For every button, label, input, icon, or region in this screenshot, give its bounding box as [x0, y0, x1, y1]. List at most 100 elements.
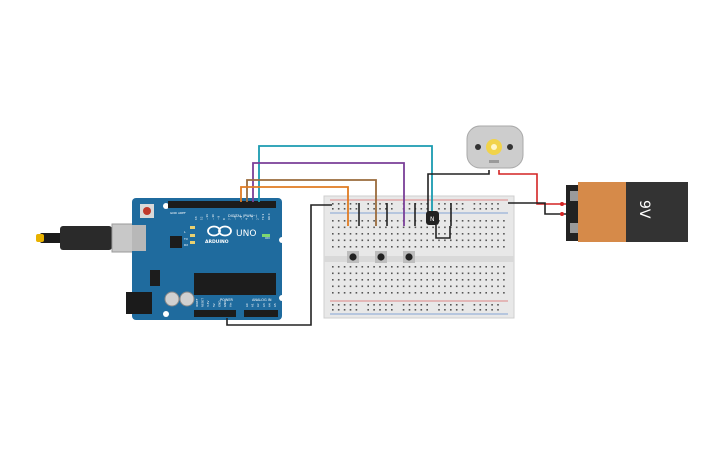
- breadboard-hole[interactable]: [426, 266, 428, 268]
- breadboard-hole[interactable]: [385, 266, 387, 268]
- breadboard-hole[interactable]: [408, 304, 411, 306]
- breadboard-hole[interactable]: [402, 246, 405, 248]
- breadboard-hole[interactable]: [379, 285, 381, 288]
- breadboard-hole[interactable]: [337, 272, 340, 275]
- breadboard-hole[interactable]: [455, 304, 458, 306]
- breadboard-hole[interactable]: [455, 208, 458, 210]
- breadboard-hole[interactable]: [391, 292, 393, 294]
- breadboard-hole[interactable]: [349, 239, 352, 242]
- breadboard-hole[interactable]: [414, 309, 417, 311]
- wire-transistor-gnd[interactable]: [435, 225, 451, 239]
- breadboard-hole[interactable]: [485, 246, 487, 248]
- breadboard-hole[interactable]: [491, 309, 493, 311]
- wire-orange[interactable]: [240, 186, 349, 226]
- breadboard-hole[interactable]: [479, 304, 482, 306]
- breadboard[interactable]: [323, 195, 515, 319]
- breadboard-hole[interactable]: [367, 279, 369, 281]
- breadboard-hole[interactable]: [355, 246, 358, 248]
- breadboard-hole[interactable]: [355, 203, 358, 205]
- breadboard-hole[interactable]: [349, 304, 352, 306]
- breadboard-hole[interactable]: [485, 266, 487, 268]
- breadboard-hole[interactable]: [343, 309, 346, 311]
- breadboard-hole[interactable]: [444, 292, 446, 294]
- breadboard-hole[interactable]: [332, 246, 334, 248]
- breadboard-hole[interactable]: [450, 292, 452, 294]
- breadboard-hole[interactable]: [391, 220, 393, 222]
- breadboard-hole[interactable]: [491, 233, 493, 235]
- breadboard-hole[interactable]: [332, 203, 334, 205]
- breadboard-hole[interactable]: [503, 266, 505, 268]
- breadboard-hole[interactable]: [396, 226, 399, 229]
- breadboard-hole[interactable]: [408, 246, 411, 248]
- breadboard-hole[interactable]: [420, 279, 423, 281]
- breadboard-hole[interactable]: [332, 309, 334, 311]
- breadboard-hole[interactable]: [361, 292, 364, 294]
- breadboard-hole[interactable]: [497, 272, 499, 275]
- breadboard-hole[interactable]: [343, 239, 346, 242]
- breadboard-hole[interactable]: [479, 272, 482, 275]
- breadboard-hole[interactable]: [479, 246, 482, 248]
- breadboard-hole[interactable]: [355, 208, 358, 210]
- breadboard-hole[interactable]: [473, 304, 476, 306]
- breadboard-hole[interactable]: [444, 272, 446, 275]
- breadboard-hole[interactable]: [391, 279, 393, 281]
- breadboard-hole[interactable]: [444, 309, 446, 311]
- breadboard-hole[interactable]: [479, 292, 482, 294]
- breadboard-hole[interactable]: [385, 203, 387, 205]
- breadboard-hole[interactable]: [461, 272, 464, 275]
- breadboard-hole[interactable]: [373, 309, 375, 311]
- breadboard-hole[interactable]: [361, 266, 364, 268]
- breadboard-hole[interactable]: [420, 246, 423, 248]
- breadboard-hole[interactable]: [373, 220, 375, 222]
- breadboard-hole[interactable]: [385, 239, 387, 242]
- breadboard-hole[interactable]: [385, 208, 387, 210]
- breadboard-hole[interactable]: [337, 285, 340, 288]
- breadboard-hole[interactable]: [455, 233, 458, 235]
- breadboard-hole[interactable]: [391, 203, 393, 205]
- breadboard-hole[interactable]: [485, 233, 487, 235]
- breadboard-hole[interactable]: [355, 239, 358, 242]
- breadboard-hole[interactable]: [479, 226, 482, 229]
- breadboard-hole[interactable]: [485, 220, 487, 222]
- breadboard-hole[interactable]: [379, 226, 381, 229]
- breadboard-hole[interactable]: [432, 246, 434, 248]
- breadboard-hole[interactable]: [414, 304, 417, 306]
- breadboard-hole[interactable]: [332, 266, 334, 268]
- breadboard-hole[interactable]: [373, 208, 375, 210]
- breadboard-hole[interactable]: [391, 208, 393, 210]
- breadboard-hole[interactable]: [503, 285, 505, 288]
- breadboard-hole[interactable]: [455, 285, 458, 288]
- breadboard-hole[interactable]: [391, 246, 393, 248]
- breadboard-hole[interactable]: [444, 226, 446, 229]
- breadboard-hole[interactable]: [455, 246, 458, 248]
- breadboard-hole[interactable]: [455, 279, 458, 281]
- breadboard-hole[interactable]: [367, 309, 369, 311]
- breadboard-hole[interactable]: [408, 220, 411, 222]
- breadboard-hole[interactable]: [455, 226, 458, 229]
- breadboard-hole[interactable]: [491, 304, 493, 306]
- breadboard-hole[interactable]: [497, 285, 499, 288]
- breadboard-hole[interactable]: [432, 226, 434, 229]
- breadboard-hole[interactable]: [385, 292, 387, 294]
- breadboard-hole[interactable]: [337, 292, 340, 294]
- breadboard-hole[interactable]: [373, 285, 375, 288]
- breadboard-hole[interactable]: [396, 246, 399, 248]
- breadboard-hole[interactable]: [497, 233, 499, 235]
- breadboard-hole[interactable]: [337, 304, 340, 306]
- breadboard-hole[interactable]: [385, 246, 387, 248]
- breadboard-hole[interactable]: [355, 304, 358, 306]
- breadboard-hole[interactable]: [391, 239, 393, 242]
- breadboard-hole[interactable]: [461, 239, 464, 242]
- breadboard-hole[interactable]: [349, 208, 352, 210]
- breadboard-hole[interactable]: [479, 203, 482, 205]
- breadboard-hole[interactable]: [497, 279, 499, 281]
- breadboard-hole[interactable]: [367, 266, 369, 268]
- breadboard-hole[interactable]: [355, 279, 358, 281]
- breadboard-hole[interactable]: [332, 285, 334, 288]
- breadboard-hole[interactable]: [426, 246, 428, 248]
- breadboard-hole[interactable]: [337, 233, 340, 235]
- breadboard-hole[interactable]: [491, 292, 493, 294]
- battery-9v[interactable]: 9V: [566, 182, 688, 242]
- breadboard-hole[interactable]: [402, 285, 405, 288]
- breadboard-hole[interactable]: [402, 226, 405, 229]
